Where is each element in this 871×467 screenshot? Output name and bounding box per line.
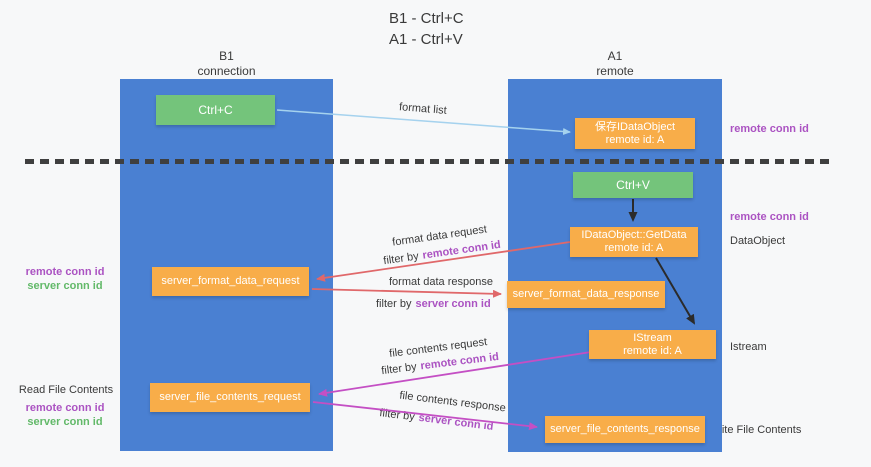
lane-header-a1: A1 remote [508, 49, 722, 79]
title-line-2: A1 - Ctrl+V [389, 31, 463, 48]
node-getdata-line2: remote id: A [604, 242, 664, 254]
filter-prefix: filter by [378, 407, 416, 424]
arrow-format-data-response [311, 288, 502, 298]
node-server-format-data-response: server_format_data_response [507, 281, 665, 308]
node-server-file-contents-response-label: server_file_contents_response [550, 423, 700, 435]
node-server-file-contents-request-label: server_file_contents_request [159, 391, 301, 403]
node-ctrl-c-label: Ctrl+C [198, 102, 233, 117]
label-format-data-response: format data response [389, 276, 493, 288]
annotation-remote-conn-id-mid: remote conn id [730, 211, 809, 223]
annotation-read-file-contents: Read File Contents [18, 384, 114, 396]
node-getdata-line1: IDataObject::GetData [581, 229, 687, 241]
annotation-left-remote-conn-id: remote conn id [25, 266, 105, 278]
node-save-idataobject: 保存IDataObject remote id: A [575, 118, 695, 149]
node-ctrl-v-label: Ctrl+V [616, 177, 650, 192]
node-ctrl-c: Ctrl+C [156, 95, 275, 125]
lane-header-b1: B1 connection [120, 49, 333, 79]
annotation-left-bottom-remote-conn-id: remote conn id [25, 402, 105, 414]
node-server-file-contents-response: server_file_contents_response [545, 416, 705, 443]
node-ctrl-v: Ctrl+V [573, 172, 693, 198]
label-format-list: format list [398, 101, 448, 117]
node-server-format-data-request-label: server_format_data_request [161, 275, 300, 287]
node-istream: IStream remote id: A [589, 330, 716, 359]
filter-prefix: filter by [380, 360, 418, 378]
phase-separator-dashed-line [25, 159, 831, 164]
node-server-file-contents-request: server_file_contents_request [150, 383, 310, 412]
node-save-idataobject-line1: 保存IDataObject [594, 120, 676, 133]
annotation-write-file-contents: Write File Contents [708, 424, 802, 436]
lane-b1-name: B1 [219, 49, 234, 63]
node-save-idataobject-line2: remote id: A [605, 133, 665, 146]
filter-key-server-conn-id: server conn id [415, 298, 491, 310]
lane-a1-subtitle: remote [596, 64, 634, 78]
node-idataobject-getdata: IDataObject::GetData remote id: A [570, 227, 698, 257]
title-line-1: B1 - Ctrl+C [389, 10, 464, 27]
node-server-format-data-request: server_format_data_request [152, 267, 309, 296]
annotation-dataobject: DataObject [730, 235, 786, 247]
annotation-remote-conn-id-top: remote conn id [730, 123, 809, 135]
lane-a1-name: A1 [607, 49, 623, 63]
annotation-istream: Istream [730, 341, 767, 353]
filter-prefix: filter by [382, 250, 420, 268]
node-server-format-data-response-label: server_format_data_response [512, 288, 660, 300]
filter-key-server-conn-id: server conn id [417, 411, 495, 433]
node-istream-line2: remote id: A [623, 344, 682, 357]
diagram-title: B1 - Ctrl+C A1 - Ctrl+V [389, 8, 464, 50]
annotation-left-server-conn-id: server conn id [27, 280, 103, 292]
node-istream-line1: IStream [633, 331, 672, 344]
annotation-left-bottom-server-conn-id: server conn id [27, 416, 103, 428]
lane-b1-subtitle: connection [197, 64, 256, 78]
filter-prefix: filter by [376, 298, 412, 310]
